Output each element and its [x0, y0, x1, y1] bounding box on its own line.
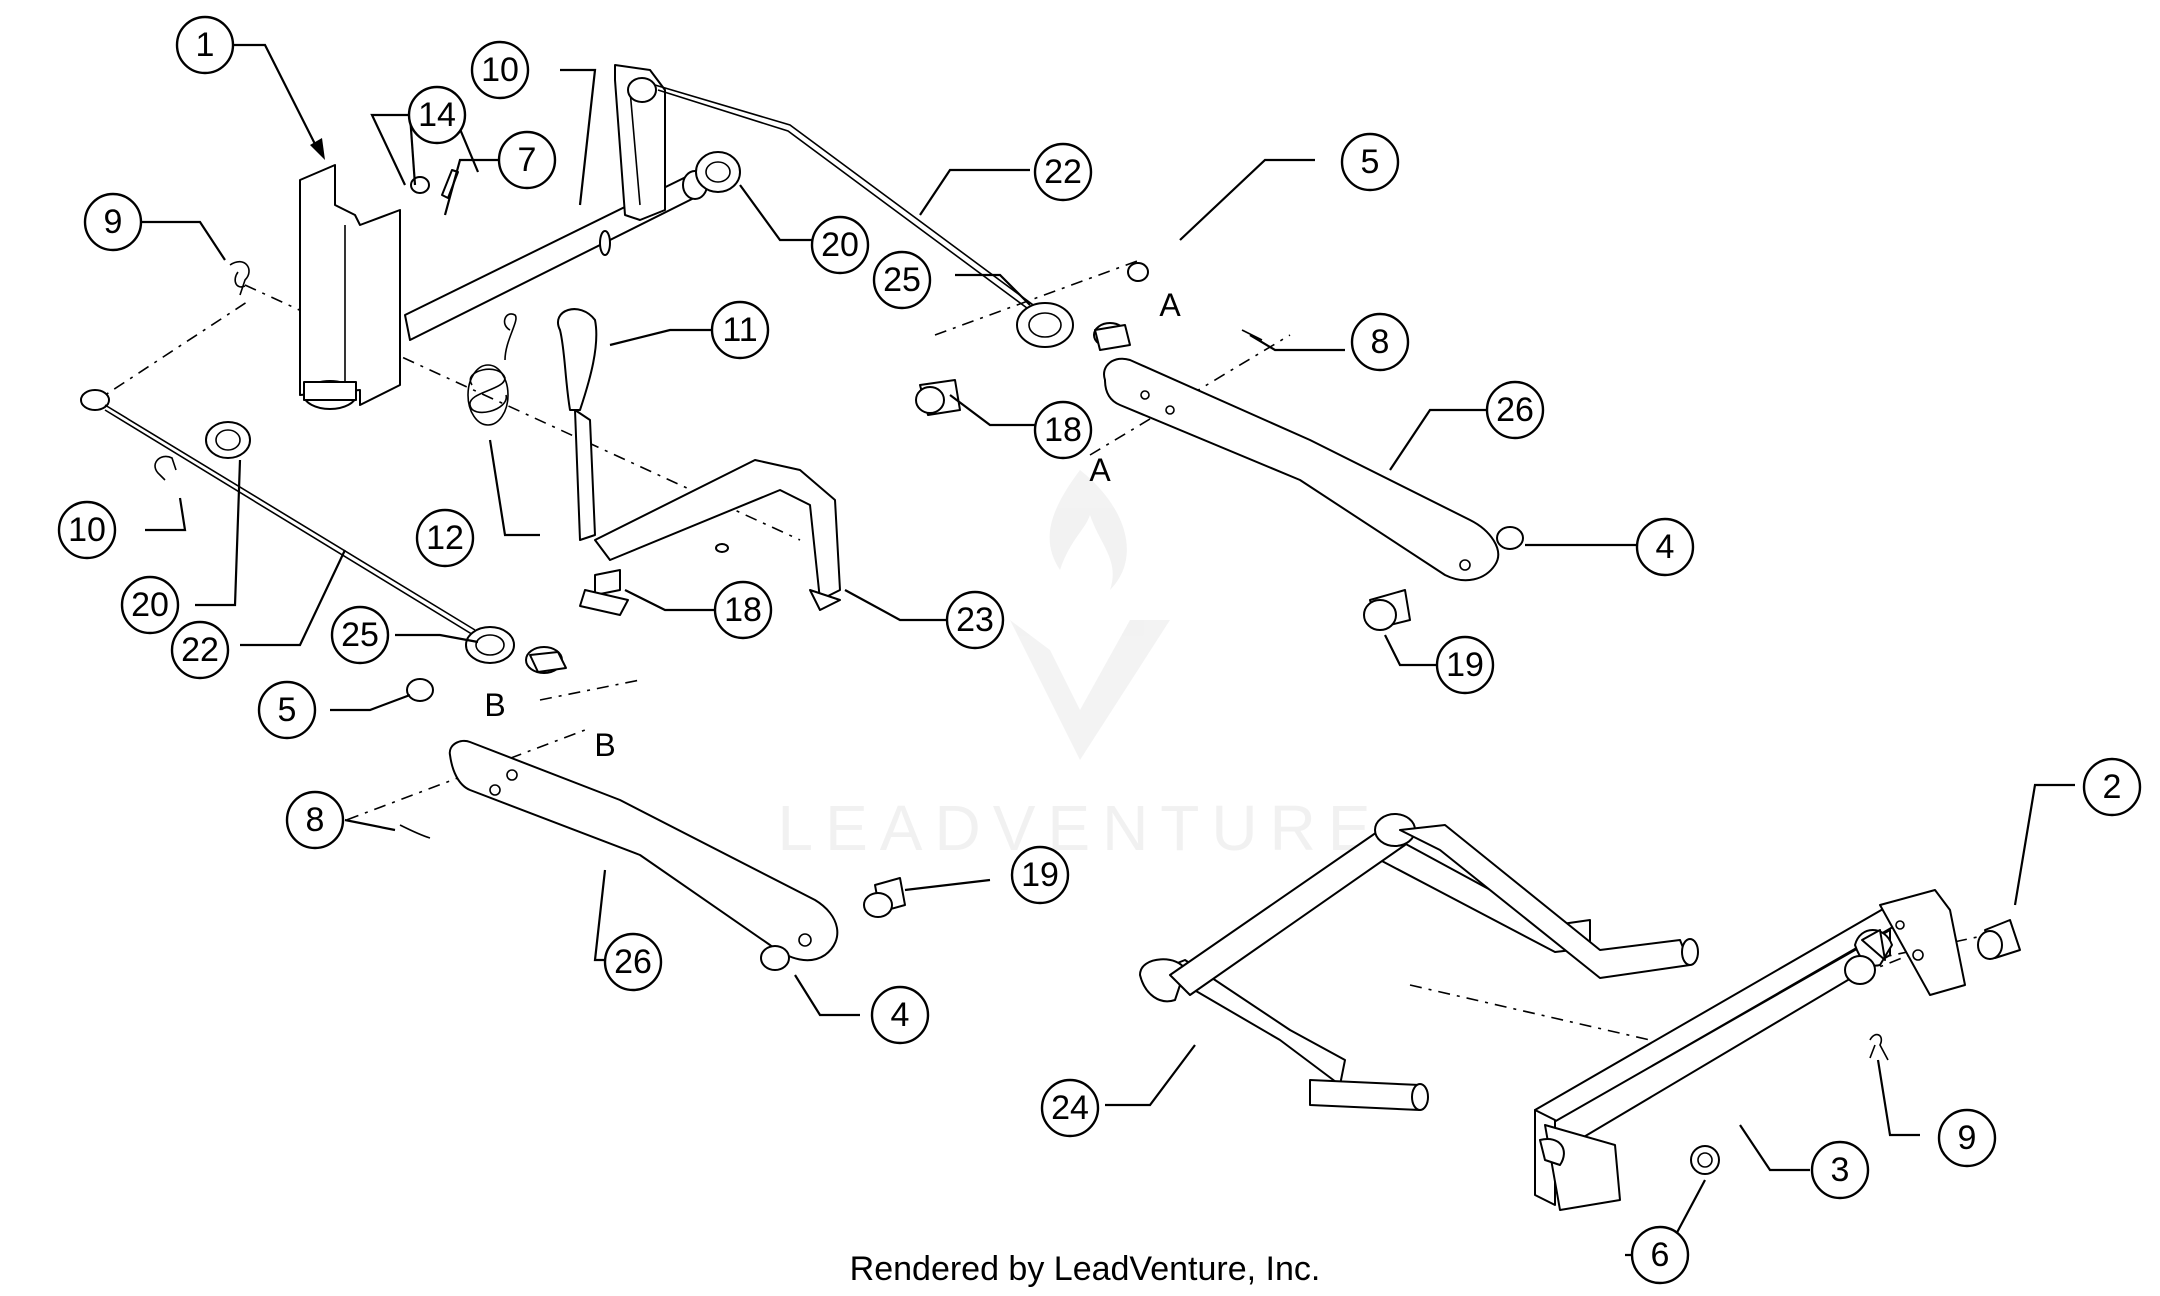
svg-text:10: 10 [68, 511, 106, 549]
svg-text:22: 22 [1044, 153, 1082, 191]
svg-text:20: 20 [131, 586, 169, 624]
svg-text:14: 14 [418, 96, 456, 134]
callout-7: 7 [497, 130, 557, 190]
callout-11: 11 [710, 300, 770, 360]
svg-text:22: 22 [181, 631, 219, 669]
svg-text:7: 7 [518, 141, 537, 179]
ref-letter-b-lower: B [594, 727, 615, 763]
svg-text:5: 5 [278, 691, 297, 729]
callout-3: 3 [1810, 1140, 1870, 1200]
callout-5: 5 [1340, 132, 1400, 192]
link-arm-lower [399, 739, 906, 971]
watermark-text: LEADVENTURE [778, 792, 1383, 864]
leader-lines [140, 43, 2075, 1257]
callout-22: 22 [170, 620, 230, 680]
callout-8: 8 [285, 790, 345, 850]
callout-18: 18 [1033, 400, 1093, 460]
callout-4: 4 [870, 985, 930, 1045]
callout-20: 20 [120, 575, 180, 635]
callout-9: 9 [83, 192, 143, 252]
callout-5: 5 [257, 680, 317, 740]
callout-26: 26 [603, 932, 663, 992]
svg-text:5: 5 [1361, 143, 1380, 181]
svg-text:4: 4 [891, 996, 910, 1034]
svg-text:3: 3 [1831, 1151, 1850, 1189]
bracket-assembly [80, 64, 1149, 702]
svg-text:11: 11 [722, 311, 757, 349]
callouts: 1 14 10 7 9 20 22 5 25 11 8 26 12 18 10 … [57, 15, 2142, 1285]
svg-text:25: 25 [341, 616, 379, 654]
svg-text:20: 20 [821, 226, 859, 264]
svg-text:18: 18 [1044, 411, 1082, 449]
svg-text:1: 1 [196, 26, 215, 64]
svg-text:4: 4 [1656, 528, 1675, 566]
svg-text:25: 25 [883, 261, 921, 299]
footer-credit: Rendered by LeadVenture, Inc. [850, 1250, 1321, 1288]
deck-hanger-assembly [1139, 813, 2021, 1211]
callout-22: 22 [1033, 142, 1093, 202]
callout-20: 20 [810, 215, 870, 275]
callout-23: 23 [945, 590, 1005, 650]
svg-text:8: 8 [1371, 323, 1390, 361]
callout-25: 25 [330, 605, 390, 665]
svg-text:9: 9 [1958, 1119, 1977, 1157]
ref-letter-b-upper: B [484, 687, 505, 723]
callout-25: 25 [872, 250, 932, 310]
svg-text:19: 19 [1021, 856, 1059, 894]
svg-text:2: 2 [2103, 768, 2122, 806]
callout-14: 14 [407, 85, 467, 145]
svg-text:24: 24 [1051, 1089, 1089, 1127]
callout-10: 10 [57, 500, 117, 560]
callout-18: 18 [713, 580, 773, 640]
svg-text:23: 23 [956, 601, 994, 639]
callout-8: 8 [1350, 312, 1410, 372]
callout-19: 19 [1435, 635, 1495, 695]
callout-2: 2 [2082, 757, 2142, 817]
callout-10: 10 [470, 40, 530, 100]
svg-text:10: 10 [481, 51, 519, 89]
callout-24: 24 [1040, 1078, 1100, 1138]
link-arm-upper [1103, 329, 1524, 631]
watermark: LEADVENTURE [778, 470, 1383, 864]
svg-text:26: 26 [1496, 391, 1534, 429]
svg-text:12: 12 [426, 519, 464, 557]
callout-12: 12 [415, 508, 475, 568]
svg-text:9: 9 [104, 203, 123, 241]
ref-letter-a-upper: A [1159, 287, 1181, 323]
callout-19: 19 [1010, 845, 1070, 905]
svg-text:18: 18 [724, 591, 762, 629]
svg-text:6: 6 [1651, 1236, 1670, 1274]
callout-1: 1 [175, 15, 235, 75]
callout-6: 6 [1630, 1225, 1690, 1285]
ref-letter-a-lower: A [1089, 452, 1111, 488]
svg-text:26: 26 [614, 943, 652, 981]
svg-text:8: 8 [306, 801, 325, 839]
callout-4: 4 [1635, 517, 1695, 577]
svg-text:19: 19 [1446, 646, 1484, 684]
callout-9: 9 [1937, 1108, 1997, 1168]
callout-26: 26 [1485, 380, 1545, 440]
